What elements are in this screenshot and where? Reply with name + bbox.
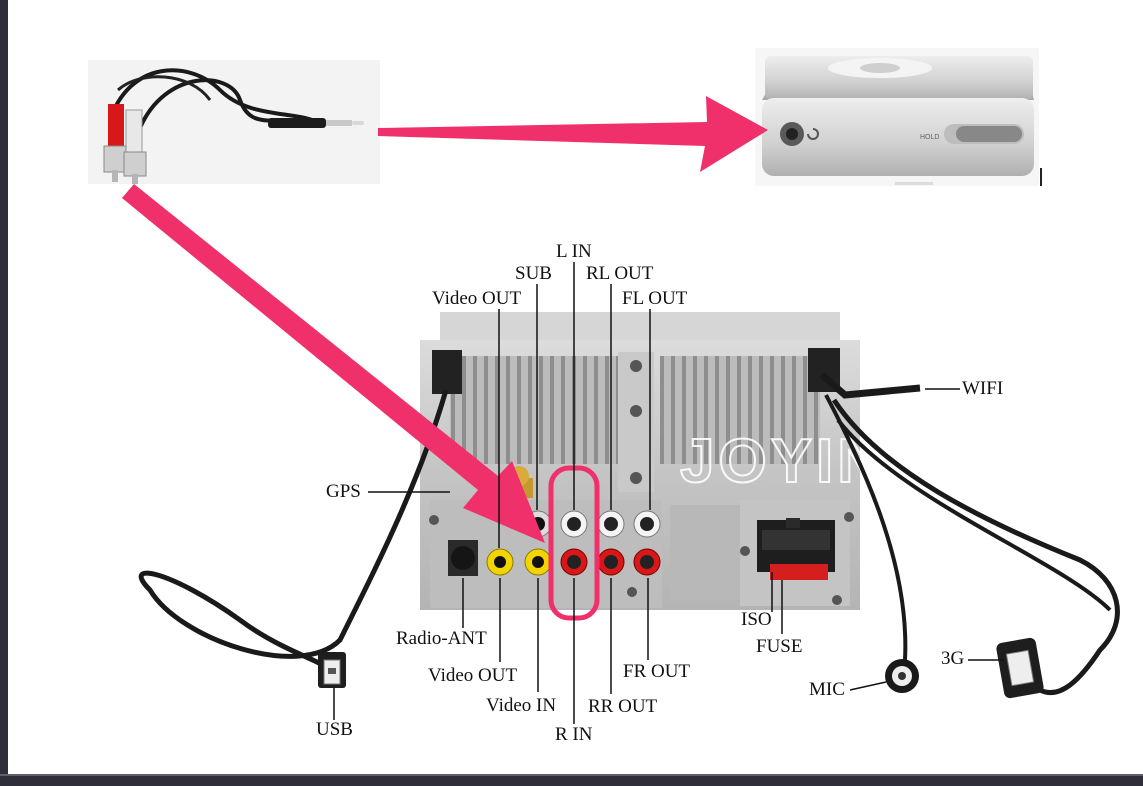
rca-jack-video-in [524, 548, 552, 576]
rca-jack-video-out [486, 548, 514, 576]
label-fr-out: FR OUT [623, 661, 691, 682]
arrow-to-head-unit [122, 184, 545, 543]
callout-lines [333, 262, 1004, 724]
rca-jack-l-in [560, 510, 588, 538]
label-gps: GPS [326, 481, 361, 502]
rca-jack-rr-out [597, 548, 625, 576]
3g-cable [831, 398, 1120, 699]
label-rr-out: RR OUT [588, 696, 658, 717]
usb-cable [138, 389, 449, 688]
label-rl-out: RL OUT [586, 263, 654, 284]
label-video-in: Video IN [486, 695, 557, 716]
label-radio-ant: Radio-ANT [396, 628, 487, 649]
rca-jack-r-in [560, 548, 588, 576]
label-video-out-top: Video OUT [432, 288, 522, 309]
label-3g: 3G [941, 648, 965, 669]
caret-mark [1040, 168, 1042, 186]
window-frame-bottom [0, 774, 1143, 786]
wifi-antenna-cable [819, 372, 921, 399]
rca-jack-rl-out [597, 510, 625, 538]
label-l-in: L IN [556, 241, 592, 262]
label-mic: MIC [809, 679, 845, 700]
label-fuse: FUSE [756, 636, 803, 657]
rca-aux-cable-photo [88, 60, 380, 184]
media-player-photo: HOLD [755, 48, 1039, 186]
label-fl-out: FL OUT [622, 288, 688, 309]
joying-watermark: JOYING [680, 427, 938, 496]
label-wifi: WIFI [962, 378, 1004, 399]
arrow-to-player [378, 96, 768, 172]
label-usb: USB [316, 719, 353, 740]
label-iso: ISO [741, 609, 772, 630]
label-r-in: R IN [555, 724, 593, 745]
rca-jack-fr-out [633, 548, 661, 576]
label-video-out-bottom: Video OUT [428, 665, 518, 686]
window-frame-left [0, 0, 8, 786]
player-hold-label: HOLD [920, 134, 939, 141]
rca-jack-fl-out [633, 510, 661, 538]
label-sub: SUB [515, 263, 552, 284]
